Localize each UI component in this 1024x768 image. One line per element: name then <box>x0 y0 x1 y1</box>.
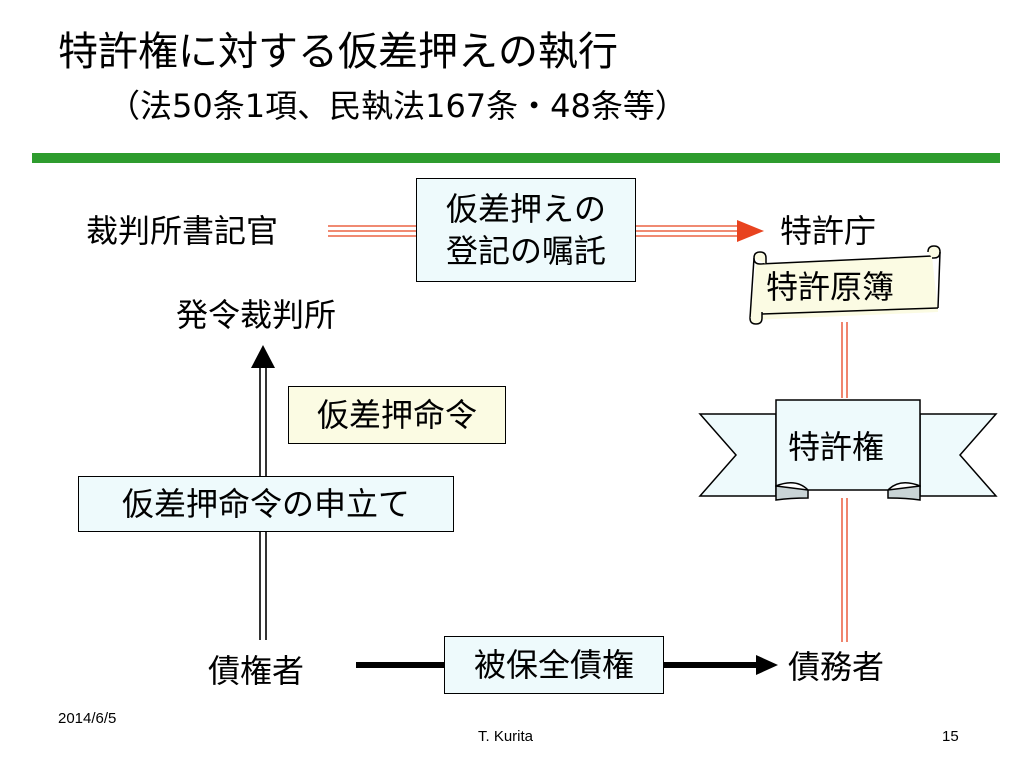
creditor-label: 債権者 <box>208 652 305 690</box>
page-subtitle: （法50条1項、民執法167条・48条等） <box>108 87 687 125</box>
registration-request-line1: 仮差押えの <box>445 190 606 228</box>
debtor-arrowhead <box>756 655 778 675</box>
application-box: 仮差押命令の申立て <box>78 476 454 532</box>
patent-office-label: 特許庁 <box>780 212 877 250</box>
patent-office-arrowhead <box>737 220 764 242</box>
patent-registry-scroll <box>749 245 941 325</box>
patent-right-label: 特許権 <box>788 428 885 466</box>
debtor-label: 債務者 <box>788 648 885 686</box>
page-title: 特許権に対する仮差押えの執行 <box>58 29 618 75</box>
court-arrowhead <box>251 345 275 368</box>
issuing-court-label: 発令裁判所 <box>176 296 337 334</box>
title-divider <box>32 153 1000 163</box>
registration-request-box: 仮差押えの 登記の嘱託 <box>416 178 636 282</box>
registration-request-line2: 登記の嘱託 <box>445 232 606 270</box>
footer-author: T. Kurita <box>478 728 534 745</box>
request-to-patent-office-connector <box>636 225 738 237</box>
footer-page-number: 15 <box>942 728 959 745</box>
registry-to-debtor-connector <box>841 322 848 642</box>
court-clerk-label: 裁判所書記官 <box>86 212 279 250</box>
clerk-to-request-connector <box>328 225 416 237</box>
patent-registry-label: 特許原簿 <box>766 268 895 306</box>
provisional-attachment-order-box: 仮差押命令 <box>288 386 506 444</box>
footer-date: 2014/6/5 <box>58 710 117 727</box>
patent-right-ribbon <box>698 399 998 501</box>
secured-claim-box: 被保全債権 <box>444 636 664 694</box>
